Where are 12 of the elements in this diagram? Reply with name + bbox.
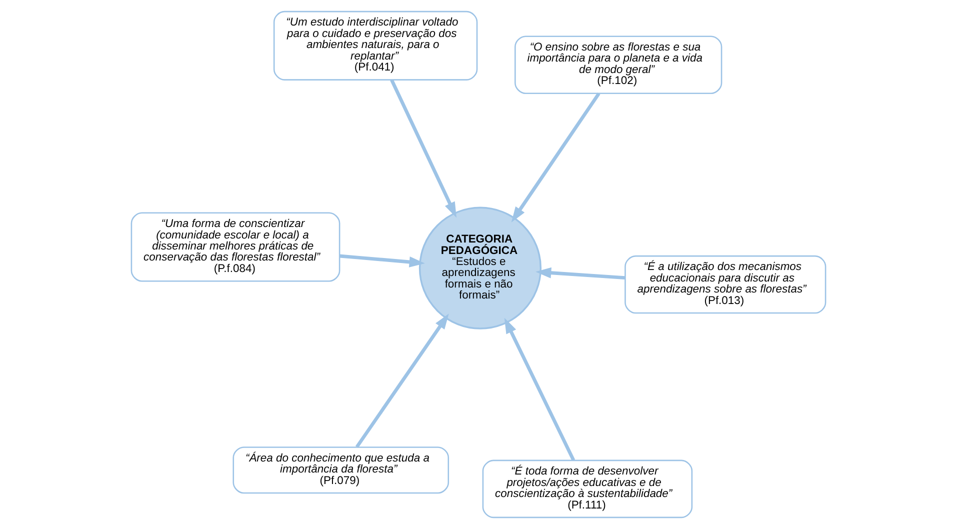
node-box: “Uma forma de conscientizar (comunidade escolar e local) a disseminar melhores práticas de conservação das florestas florestal” (P.f.084) [130, 212, 340, 282]
node-box: “Área do conhecimento que estuda a importância da floresta” (Pf.079) [232, 446, 449, 494]
arrow [354, 314, 448, 448]
arrow [339, 254, 424, 268]
node-box: “É toda forma de desenvolver projetos/ações educativas e de conscientização à sustentabilidade” (Pf.111) [482, 460, 692, 518]
arrow [390, 79, 456, 218]
arrow [535, 267, 625, 280]
arrow [504, 318, 575, 462]
node-box: “Um estudo interdisciplinar voltado para o cuidado e preservação dos ambientes naturais, para o replantar” (Pf.041) [272, 10, 478, 80]
node-box: “É a utilização dos mecanismos educacionais para discutir as aprendizagens sobre as florestas” (Pf.013) [624, 255, 826, 314]
arrow [510, 92, 600, 222]
node-box: “O ensino sobre as florestas e sua importância para o planeta e a vida de modo geral” (Pf.102) [514, 36, 722, 94]
